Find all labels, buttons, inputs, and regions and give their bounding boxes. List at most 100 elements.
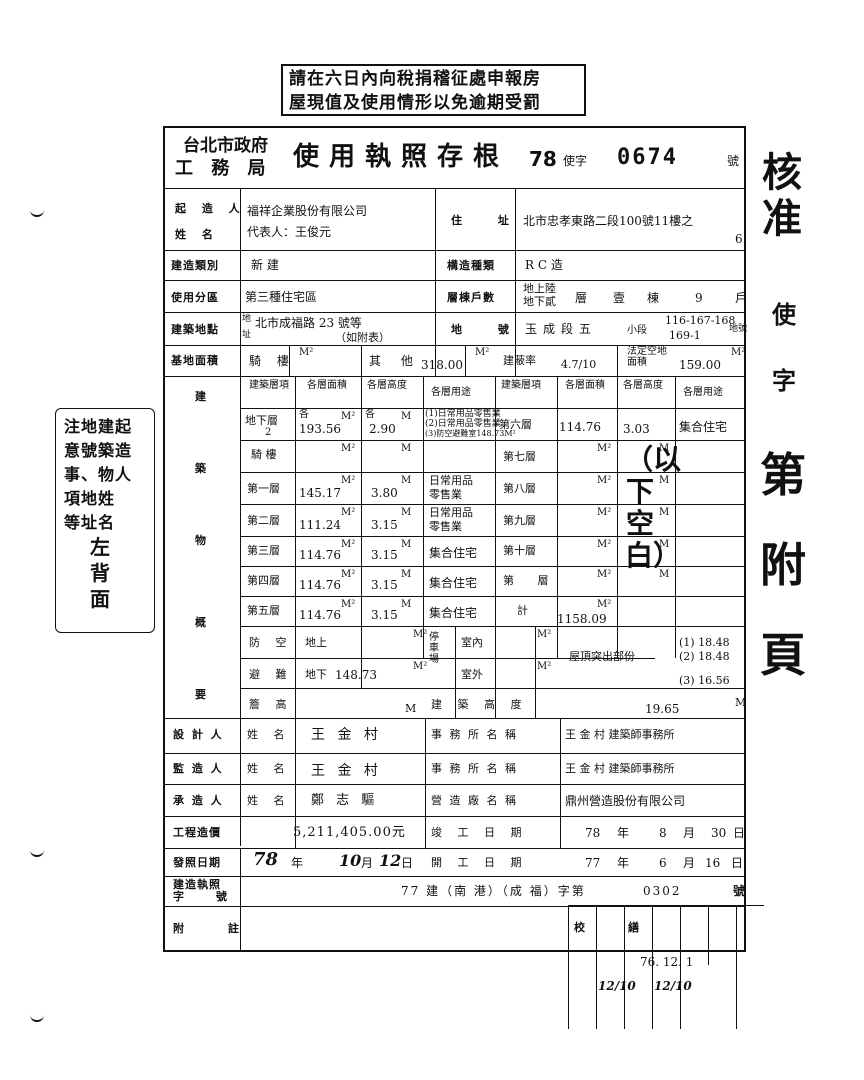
roof-label: 屋頂突出部份	[569, 650, 635, 663]
floor-area-6: 114.76	[559, 420, 601, 434]
office-line-1: 台北市政府	[183, 136, 268, 156]
shelter-below-value: 148.73	[335, 668, 377, 682]
ratio-label: 建蔽率	[503, 354, 536, 367]
ratio-value: 4.7/10	[561, 358, 597, 371]
unit-mark: M²	[341, 411, 356, 422]
floor-name-9: 第九層	[503, 514, 536, 527]
done-label: 竣 工 日 期	[431, 826, 528, 839]
slip-col-1: 校	[574, 921, 585, 934]
floors-label: 層棟戶數	[447, 291, 495, 304]
total-area: 1158.09	[557, 612, 607, 626]
site-prefix-2: 址	[242, 330, 252, 340]
total-label: 計	[517, 604, 528, 617]
col-header-use: 各層用途	[431, 387, 471, 398]
designer-org: 王 金 村 建築師事務所	[565, 728, 675, 741]
other-label: 其 他	[369, 354, 421, 368]
bldg-height-value: 19.65	[645, 702, 680, 716]
builder-address-suffix: 6	[735, 232, 743, 246]
floor-name-3: 第三層	[247, 544, 280, 557]
site-attached: （如附表）	[335, 331, 390, 344]
roof-value-2: (2) 18.48	[679, 650, 730, 663]
floor-height-5: 3.15	[371, 608, 398, 622]
unit-mark: M²	[597, 475, 612, 486]
start-label: 開 工 日 期	[431, 856, 528, 869]
unit-mark: M²	[597, 569, 612, 580]
other-value: 318.00	[421, 358, 463, 372]
type-label: 建造類別	[171, 259, 219, 272]
floor-area-4: 114.76	[299, 578, 341, 592]
lot-word: 地號	[729, 324, 748, 334]
designer-name: 王 金 村	[311, 727, 382, 743]
builder-address: 北市忠孝東路二段100號11樓之	[523, 214, 694, 228]
permit-suffix: 號	[733, 884, 746, 898]
col-header-floor: 建築層項	[249, 380, 289, 391]
floor-area-1: 145.17	[299, 486, 341, 500]
floor-height-1: 3.80	[371, 486, 398, 500]
floor-area-5: 114.76	[299, 608, 341, 622]
bldg-word: 棟	[647, 291, 660, 305]
floor-height-2: 3.15	[371, 518, 398, 532]
legal-open-label: 法定空地面積	[627, 346, 667, 368]
site-location: 北市成福路 23 號等	[255, 316, 362, 330]
remarks-label: 附 註	[173, 922, 259, 935]
unit-mark: M²	[537, 629, 552, 640]
roof-value-3: (3) 16.56	[679, 674, 730, 687]
builder-company: 福祥企業股份有限公司	[247, 204, 368, 218]
notice-stamp: 請在六日內向稅捐稽征處申報房 屋現值及使用情形以免逾期受罰	[281, 64, 586, 116]
floor-area-2: 111.24	[299, 518, 341, 532]
floor-name-6: 第六層	[499, 418, 532, 431]
floor-name-arcade: 騎 樓	[251, 448, 277, 461]
floor-use-4: 集合住宅	[429, 576, 478, 590]
start-month-char: 月	[683, 856, 696, 870]
margin-mark	[30, 205, 44, 217]
unit-mark: M²	[597, 539, 612, 550]
zone-value: 第三種住宅區	[245, 290, 318, 304]
col-header-floor-r: 建築層項	[501, 380, 541, 391]
section-char-1: 建	[195, 390, 206, 403]
notice-line-2: 屋現值及使用情形以免逾期受罰	[289, 93, 541, 113]
roof-value-1: (1) 18.48	[679, 636, 730, 649]
slip-initial-1: 12/10	[598, 979, 636, 993]
floor-area-b: 193.56	[299, 422, 341, 436]
floor-name-2: 第二層	[247, 514, 280, 527]
margin-mark	[30, 845, 44, 857]
unit-mark: M	[659, 443, 670, 454]
shelter-label: 防 空	[249, 636, 293, 649]
permit-number: 0674	[617, 145, 678, 170]
floor-name-10: 第十層	[503, 544, 536, 557]
floor-use-b-1: (1)日常用品零售業	[425, 409, 501, 419]
col-header-height-r: 各層高度	[623, 380, 663, 391]
floor-use-3: 集合住宅	[429, 546, 478, 560]
side-note-text: 注地建起 意號築造 事、物人 項地姓 等址名 左 背 面	[64, 417, 133, 611]
side-note-box: 注地建起 意號築造 事、物人 項地姓 等址名 左 背 面	[55, 408, 155, 633]
slip-date: 76. 12. 1	[640, 955, 694, 969]
start-year: 77	[585, 856, 601, 870]
section-name: 玉成段五	[525, 322, 598, 336]
start-day: 16	[705, 856, 721, 870]
margin-mark	[30, 1010, 44, 1022]
builder-rep: 代表人：王俊元	[247, 225, 332, 239]
floor-use-1b: 零售業	[429, 488, 462, 501]
supervisor-org: 王 金 村 建築師事務所	[565, 762, 675, 775]
issue-month-char: 月	[361, 856, 374, 870]
floor-use-b-3: (3)防空避難室148.73M²	[425, 429, 516, 438]
permit-label-1: 建造執照	[173, 878, 221, 891]
done-day-char: 日	[733, 826, 746, 840]
office-line-2: 工 務 局	[175, 158, 272, 179]
designer-name-label: 姓 名	[247, 728, 291, 741]
legal-unit: M²	[731, 347, 746, 358]
designer-org-label: 事 務 所 名 稱	[431, 728, 518, 741]
floor-use-6: 集合住宅	[679, 420, 728, 434]
area-label: 基地面積	[171, 354, 219, 367]
done-year: 78	[585, 826, 601, 840]
unit-mark: M	[659, 569, 670, 580]
parking-indoor: 室內	[461, 636, 483, 649]
contractor-org: 鼎州營造股份有限公司	[565, 794, 686, 808]
unit-mark: M²	[597, 507, 612, 518]
shelter-label-2: 避 難	[249, 668, 293, 681]
unit-mark: M²	[597, 599, 612, 610]
unit-mark: M²	[537, 661, 552, 672]
eave-label: 簷 高	[249, 698, 293, 711]
start-day-char: 日	[731, 856, 744, 870]
done-year-char: 年	[617, 826, 630, 840]
